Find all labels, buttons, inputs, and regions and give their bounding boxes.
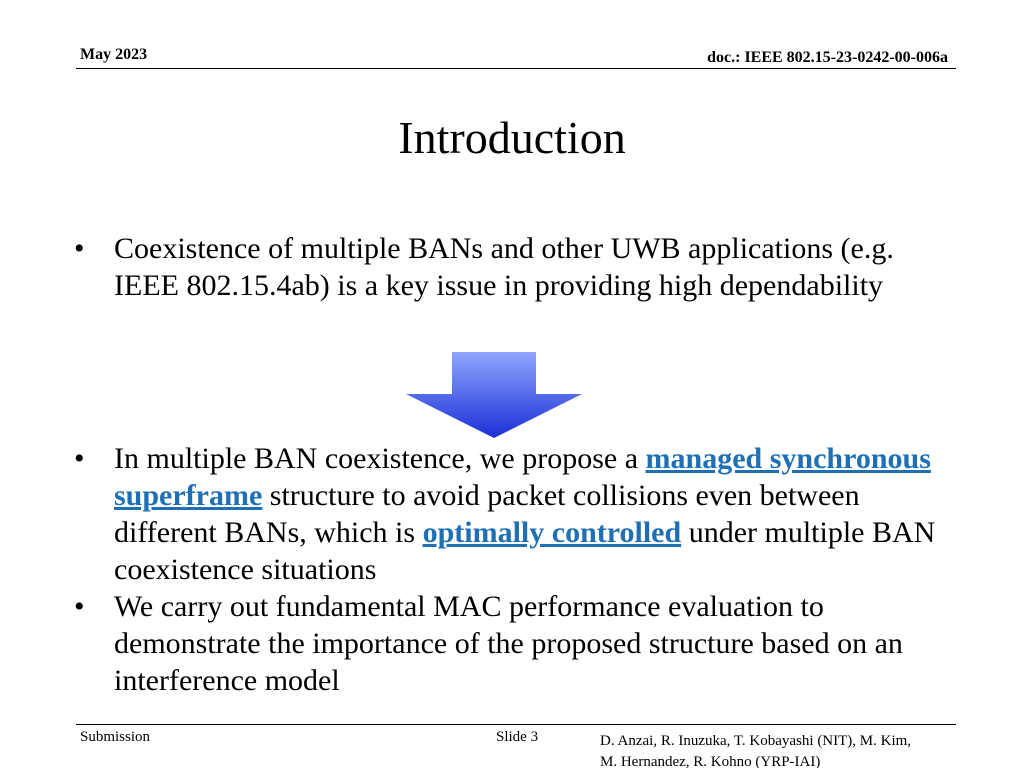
highlight-managed-synchronous-superframe: managed synchronous superframe (114, 442, 931, 512)
bullet-item-coexistence: • Coexistence of multiple BANs and other… (70, 230, 950, 304)
bullet-item-proposal: • In multiple BAN coexistence, we propos… (70, 440, 950, 588)
header-rule (76, 68, 956, 69)
bullet-dot: • (74, 590, 85, 623)
bullet-text-part: In multiple BAN coexistence, we propose … (114, 442, 646, 475)
bullet-dot: • (74, 442, 85, 475)
footer-authors-line2: M. Hernandez, R. Kohno (YRP-IAI) (600, 754, 821, 768)
highlight-optimally-controlled: optimally controlled (422, 516, 682, 549)
bullet-list-bottom: • In multiple BAN coexistence, we propos… (70, 440, 950, 699)
bullet-text: Coexistence of multiple BANs and other U… (114, 232, 894, 302)
slide-title: Introduction (398, 112, 626, 163)
bullet-text: We carry out fundamental MAC performance… (114, 590, 903, 697)
footer-authors-line1: D. Anzai, R. Inuzuka, T. Kobayashi (NIT)… (600, 733, 912, 749)
down-arrow-icon (406, 352, 582, 438)
bullet-text-part: structure to avoid packet collisions eve… (114, 479, 860, 549)
bullet-item-evaluation: • We carry out fundamental MAC performan… (70, 588, 950, 699)
footer-slide-number: Slide 3 (496, 729, 539, 745)
header-doc-id: doc.: IEEE 802.15-23-0242-00-006a (707, 49, 948, 66)
bullet-text-part: under multiple BAN coexistence situation… (114, 516, 936, 586)
header-date: May 2023 (80, 46, 148, 63)
footer-authors: D. Anzai, R. Inuzuka, T. Kobayashi (NIT)… (600, 731, 980, 768)
footer-submission: Submission (80, 729, 151, 745)
footer-rule (76, 724, 956, 725)
bullet-list-top: • Coexistence of multiple BANs and other… (70, 230, 950, 304)
bullet-dot: • (74, 232, 85, 265)
